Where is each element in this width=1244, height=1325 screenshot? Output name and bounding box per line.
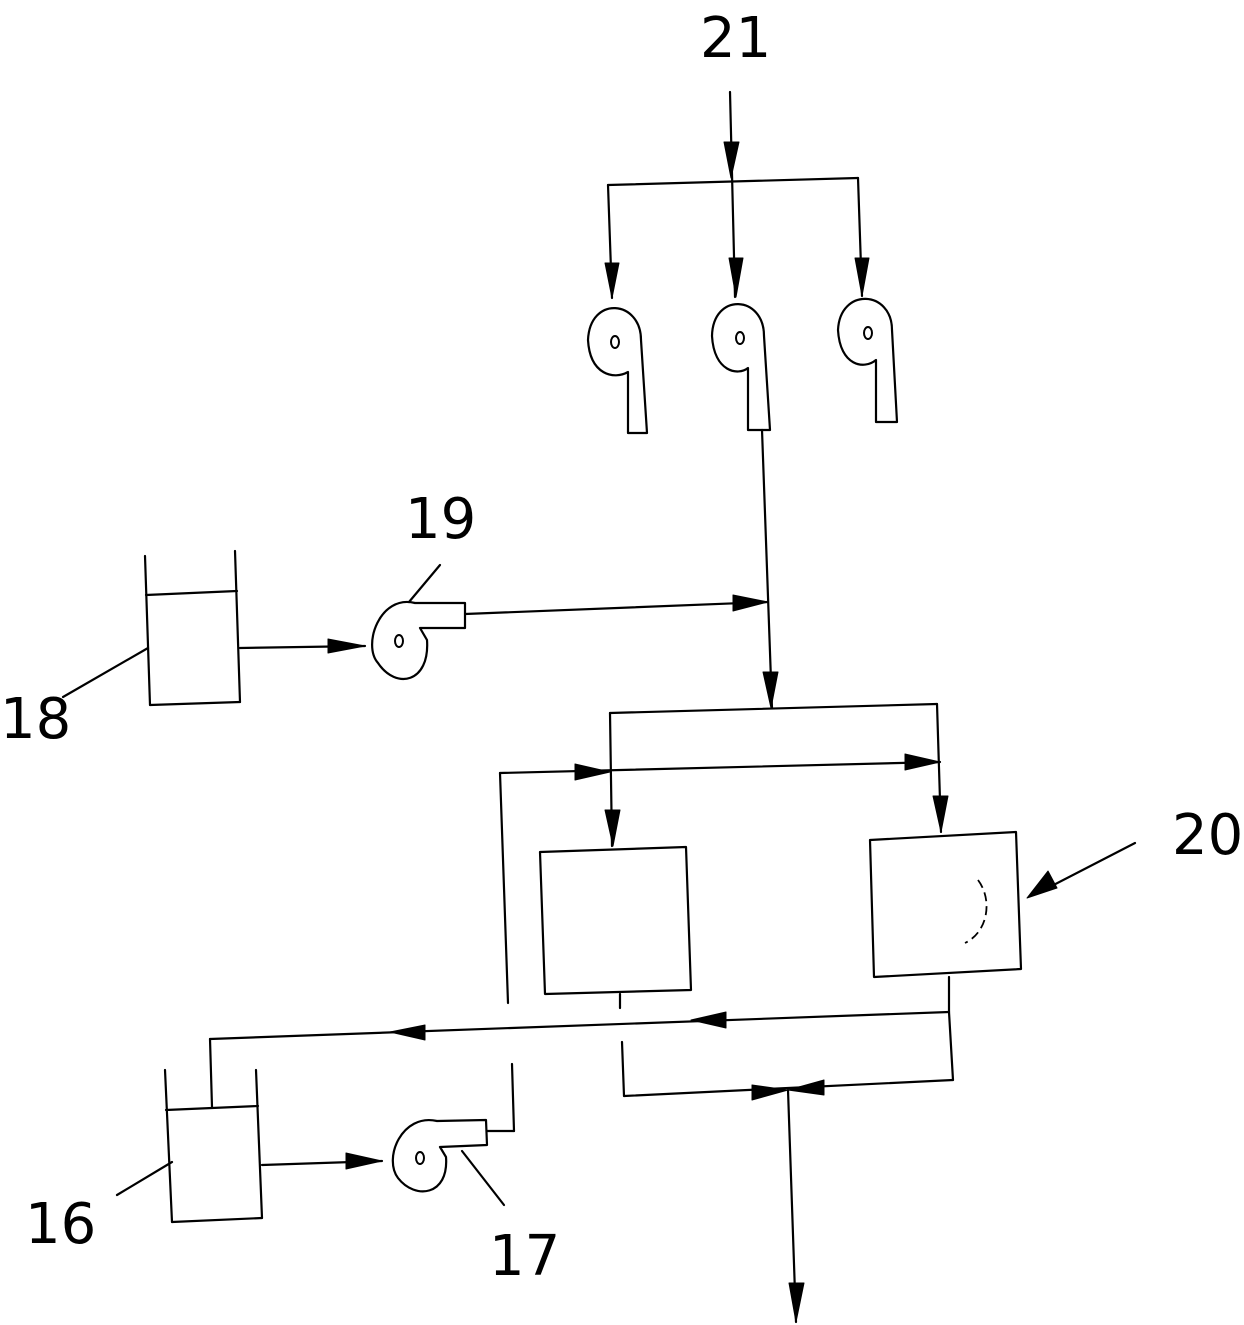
label-20: 20 — [1172, 803, 1243, 868]
tank-16-icon — [163, 1068, 264, 1224]
label-16: 16 — [25, 1192, 96, 1257]
outlet-merge-arrow-left — [751, 1084, 789, 1101]
outlet-merge-arrow-right — [787, 1079, 825, 1096]
pump-17-inlet-arrow — [345, 1152, 383, 1170]
label-19: 19 — [405, 487, 476, 552]
filter-unit-a — [538, 845, 693, 996]
leader-lines — [61, 563, 1137, 1207]
leader-20-arrowhead — [1026, 870, 1058, 899]
pump-b-icon — [710, 303, 772, 432]
filter-unit-b — [868, 830, 1023, 979]
inlet-arrow — [723, 141, 740, 179]
backwash-drain-arrow-right — [690, 1011, 727, 1029]
pump-19-discharge-line — [463, 600, 770, 616]
pump-c-icon — [836, 297, 899, 424]
pump-17-riser-line — [510, 1062, 516, 1133]
main-feed-arrow — [762, 671, 779, 709]
pump-b-inlet-arrow — [728, 257, 744, 298]
label-21: 21 — [700, 6, 771, 71]
backwash-arrow-left — [574, 763, 611, 781]
pump-a-inlet-arrow — [604, 262, 620, 299]
pump-a-icon — [586, 307, 649, 435]
final-outlet-arrow — [788, 1282, 805, 1323]
label-17: 17 — [489, 1224, 560, 1289]
label-18: 18 — [0, 687, 71, 752]
pump-c-inlet-arrow — [854, 257, 870, 297]
backwash-drain-arrow-left — [389, 1024, 426, 1041]
filter-b-inlet-arrow — [932, 795, 949, 833]
pump-19-discharge-arrow — [732, 594, 769, 612]
pump-19-inlet-arrow — [327, 638, 366, 654]
filter-a-inlet-arrow — [604, 809, 621, 847]
tank-18-icon — [143, 549, 242, 707]
filter-distribution-lines — [498, 702, 943, 1005]
pump-19-icon — [371, 600, 467, 680]
main-feed-line — [760, 428, 774, 710]
backwash-arrow-right — [904, 753, 941, 771]
filter-outlet-lines — [208, 975, 955, 1324]
pump-17-icon — [391, 1118, 489, 1193]
filter-b-detail-mark — [964, 879, 988, 944]
